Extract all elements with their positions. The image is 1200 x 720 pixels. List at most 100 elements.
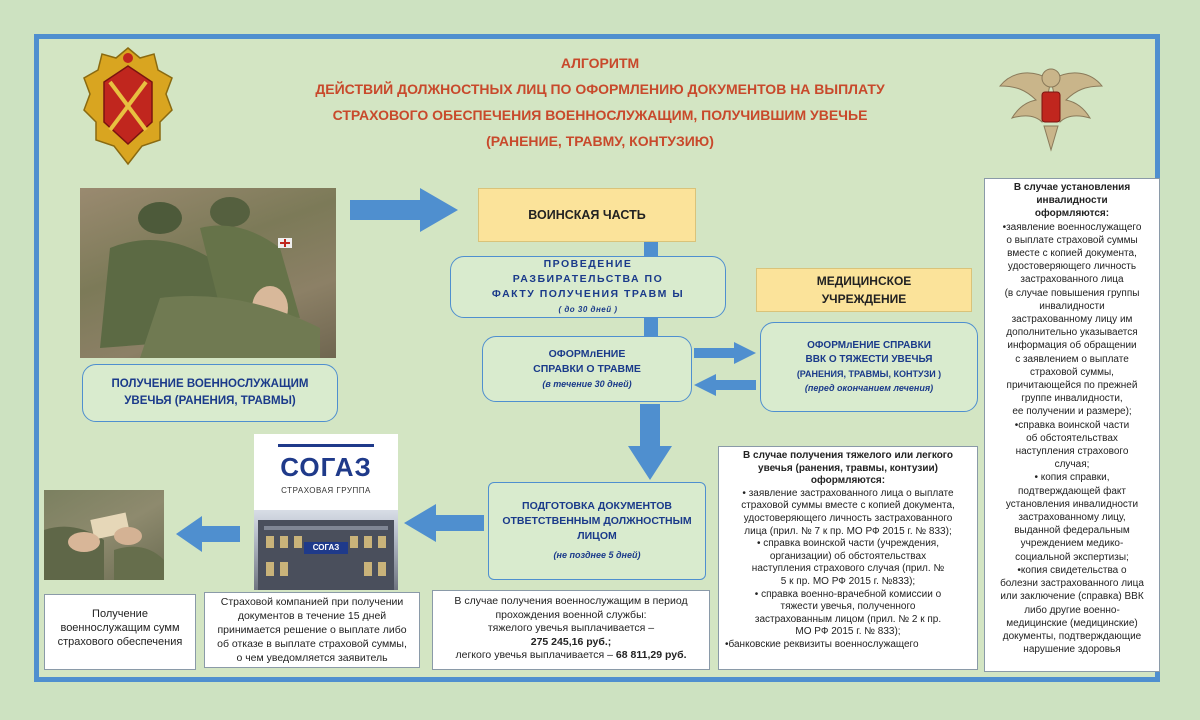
decision-line-2: документов в течение 15 дней — [237, 610, 387, 622]
vvk-line-2: ВВК О ТЯЖЕСТИ УВЕЧЬЯ — [805, 354, 933, 365]
docs-preparation-box: ПОДГОТОВКА ДОКУМЕНТОВ ОТВЕТСТВЕННЫМ ДОЛЖ… — [488, 482, 706, 580]
investigation-note: ( до 30 дней ) — [558, 305, 618, 314]
sogaz-brand: СОГАЗ — [280, 452, 372, 482]
list-item: причитающейся по прежней — [1006, 380, 1138, 392]
list-item: либо другие военно- — [1024, 604, 1120, 616]
payment-amounts-box: В случае получения военнослужащим в пери… — [432, 590, 710, 670]
payment-light-amount: 68 811,29 руб. — [615, 649, 687, 661]
injury-documents-box: В случае получения тяжелого или легкого … — [718, 446, 978, 670]
injury-cert-line-1: ОФОРМлЕНИЕ — [548, 347, 626, 360]
list-item: •копия свидетельства о — [1017, 564, 1127, 576]
sogaz-building-sign: СОГАЗ — [312, 543, 340, 552]
list-item: нарушение здоровья — [1023, 644, 1121, 656]
injury-receipt-line-1: ПОЛУЧЕНИЕ ВОЕННОСЛУЖАЩИМ — [111, 378, 309, 390]
list-item: болезни застрахованного лица — [1000, 578, 1144, 590]
list-item: • копия справки, — [1034, 472, 1110, 484]
receipt-line-1: Получение — [92, 608, 148, 620]
list-item: • справка военно-врачебной комиссии о — [754, 588, 942, 600]
list-item: социальной экспертизы; — [1015, 551, 1129, 563]
list-item: с заявлением о выплате — [1015, 353, 1129, 365]
list-item: информация об обращении — [1007, 340, 1137, 352]
decision-line-4: об отказе в выплате страховой суммы, — [217, 638, 407, 650]
arrow-right-to-unit-icon — [350, 188, 460, 232]
list-item: застрахованному лицу, — [1018, 512, 1126, 524]
disability-heading-3: оформляются: — [1034, 208, 1110, 220]
list-item: 5 к пр. МО РФ 2015 г. №833); — [780, 575, 916, 587]
sogaz-logo: СОГАЗ СТРАХОВАЯ ГРУППА — [254, 434, 398, 510]
list-item: (в случае повышения группы — [1004, 287, 1140, 299]
disability-docs-list: •заявление военнослужащего о выплате стр… — [988, 221, 1156, 657]
decision-line-1: Страховой компанией при получении — [220, 596, 404, 608]
arrow-right-to-vvk-icon — [694, 342, 756, 364]
docs-line-1: ПОДГОТОВКА ДОКУМЕНТОВ — [522, 500, 672, 512]
right-emblem-icon — [996, 50, 1106, 154]
list-item: установления инвалидности — [1005, 498, 1139, 510]
arrow-left-from-vvk-icon — [694, 374, 756, 396]
left-emblem-icon — [80, 44, 176, 168]
investigation-line-2: РАЗБИРАТЕЛЬСТВА ПО — [512, 273, 664, 285]
list-item: наступления страхового случая (прил. № — [751, 563, 945, 575]
disability-documents-box: В случае установления инвалидности оформ… — [984, 178, 1160, 672]
list-item: наступления страхового — [1015, 446, 1129, 458]
soldiers-photo — [80, 188, 336, 358]
connector-unit-investigation — [644, 242, 658, 260]
list-item: застрахованного лица — [1020, 274, 1124, 286]
insurance-decision-box: Страховой компанией при получении докуме… — [204, 592, 420, 668]
injury-cert-line-2: СПРАВКИ О ТРАВМЕ — [533, 362, 641, 375]
list-item: застрахованному лицу им — [1011, 314, 1133, 326]
docs-line-3: ЛИЦОМ — [577, 530, 617, 542]
list-item: тяжести увечья, полученного — [780, 601, 916, 613]
decision-line-5: о чем уведомляется заявитель — [236, 652, 388, 664]
list-item: случая; — [1054, 459, 1090, 471]
receipt-line-2: военнослужащим сумм — [60, 622, 180, 634]
injury-docs-heading-1: В случае получения тяжелого или легкого — [743, 450, 953, 461]
payment-line-3: тяжелого увечья выплачивается – — [487, 622, 655, 634]
list-item: ее получении и размере); — [1012, 406, 1132, 418]
military-unit-box: ВОИНСКАЯ ЧАСТЬ — [478, 188, 696, 242]
title-line-2: ДЕЙСТВИЙ ДОЛЖНОСТНЫХ ЛИЦ ПО ОФОРМЛЕНИЮ Д… — [315, 81, 885, 97]
arrow-down-to-docs-icon — [628, 404, 672, 480]
title-line-3: СТРАХОВОГО ОБЕСПЕЧЕНИЯ ВОЕННОСЛУЖАЩИМ, П… — [332, 107, 868, 123]
list-item: застрахованным лицом (прил. № 2 к пр. — [754, 613, 942, 625]
investigation-box: ПРОВЕДЕНИЕ РАЗБИРАТЕЛЬСТВА ПО ФАКТУ ПОЛУ… — [450, 256, 726, 318]
vvk-certificate-box: ОФОРМлЕНИЕ СПРАВКИ ВВК О ТЯЖЕСТИ УВЕЧЬЯ … — [760, 322, 978, 412]
list-item: группе инвалидности, — [1021, 393, 1123, 405]
list-item: выданной федеральным — [1014, 525, 1130, 537]
injury-cert-note: (в течение 30 дней) — [542, 378, 632, 389]
list-item: •банковские реквизиты военнослужащего — [725, 638, 919, 650]
list-item: о выплате страховой суммы — [1006, 234, 1138, 246]
medical-institution-box: МЕДИЦИНСКОЕ УЧРЕЖДЕНИЕ — [756, 268, 972, 312]
receipt-line-3: страхового обеспечения — [57, 636, 183, 648]
list-item: • справка воинской части (учреждения, — [756, 538, 939, 550]
arrow-left-to-sogaz-icon — [404, 504, 484, 542]
list-item: удостоверяющего личность — [1007, 261, 1137, 273]
money-photo — [44, 490, 164, 580]
list-item: •заявление военнослужащего — [1002, 221, 1142, 233]
list-item: страховой суммы вместе с копией документ… — [741, 500, 955, 512]
list-item: • заявление застрахованного лица о выпла… — [742, 487, 954, 499]
vvk-note: (перед окончанием лечения) — [804, 383, 934, 393]
medical-line-2: УЧРЕЖДЕНИЕ — [821, 292, 907, 306]
disability-heading-1: В случае установления — [1013, 182, 1131, 193]
title-line-4: (РАНЕНИЕ, ТРАВМУ, КОНТУЗИЮ) — [486, 133, 714, 149]
disability-heading-2: инвалидности — [1036, 195, 1108, 207]
list-item: лица (прил. № 7 к пр. МО РФ 2015 г. № 83… — [744, 525, 952, 537]
list-item: МО РФ 2015 г. № 833); — [795, 626, 901, 638]
docs-note: (не позднее 5 дней) — [553, 550, 641, 560]
decision-line-3: принимается решение о выплате либо — [217, 624, 407, 636]
payment-heavy-amount: 275 245,16 руб.; — [530, 635, 612, 648]
sogaz-logo-rule — [278, 444, 374, 447]
title-line-1: АЛГОРИТМ — [560, 55, 640, 71]
injury-docs-heading-3: оформляются: — [810, 475, 886, 487]
medical-line-1: МЕДИЦИНСКОЕ — [816, 274, 912, 288]
arrow-left-to-receipt-icon — [176, 516, 240, 552]
investigation-line-3: ФАКТУ ПОЛУЧЕНИЯ ТРАВМ Ы — [491, 288, 685, 300]
list-item: страховой суммы, — [1030, 366, 1114, 378]
payment-line-1: В случае получения военнослужащим в пери… — [454, 595, 688, 607]
list-item: организации) об обстоятельствах — [769, 550, 927, 562]
payment-line-2: прохождения военной службы: — [495, 608, 647, 621]
list-item: дополнительно указывается — [1006, 327, 1138, 339]
receipt-of-sum-box: Получение военнослужащим сумм страхового… — [44, 594, 196, 670]
list-item: медицинские (медицинские) — [1006, 617, 1138, 629]
sogaz-subtitle: СТРАХОВАЯ ГРУППА — [281, 486, 371, 495]
